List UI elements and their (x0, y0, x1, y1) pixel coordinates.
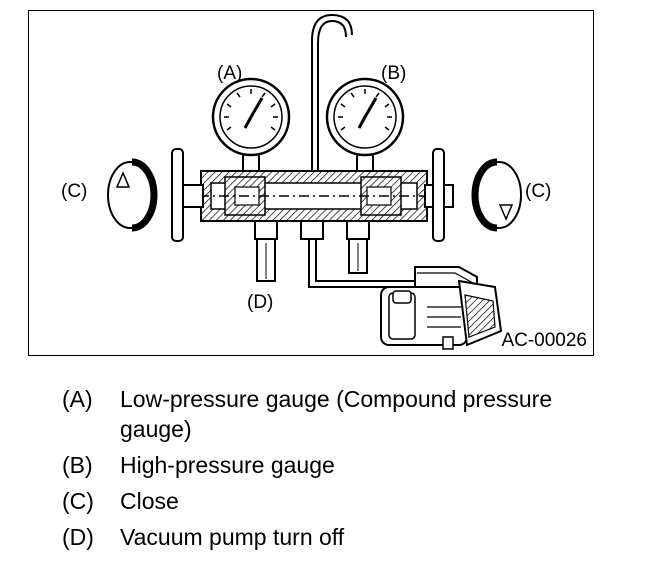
label-c-right: (C) (525, 181, 552, 202)
high-pressure-gauge (325, 77, 405, 176)
left-valve-knob (171, 148, 204, 242)
legend-text: Low-pressure gauge (Compound pressure ga… (120, 386, 553, 442)
left-rotation-arrow-icon (107, 158, 158, 232)
legend-text: High-pressure gauge (120, 452, 335, 478)
center-hook-tube (311, 13, 353, 183)
legend-item-c: (C) Close (62, 486, 622, 516)
right-valve-knob (424, 148, 454, 242)
legend-key: (A) (62, 386, 93, 412)
legend-key: (D) (62, 524, 94, 550)
legend-key: (C) (62, 488, 94, 514)
left-hose-d (254, 220, 278, 282)
right-rotation-arrow-icon (471, 158, 522, 232)
legend-text: Vacuum pump turn off (120, 524, 345, 550)
diagram-figure: (A) (B) (C) (C) (D) AC-00026 (28, 10, 594, 356)
legend-text: Close (120, 488, 179, 514)
legend-item-b: (B) High-pressure gauge (62, 450, 622, 480)
legend: (A) Low-pressure gauge (Compound pressur… (62, 384, 622, 558)
label-c-left: (C) (61, 181, 88, 202)
low-pressure-gauge (211, 77, 291, 176)
legend-key: (B) (62, 452, 93, 478)
label-d: (D) (247, 292, 274, 313)
manifold-gauge-illustration (107, 13, 522, 350)
legend-item-d: (D) Vacuum pump turn off (62, 522, 622, 552)
label-a: (A) (217, 63, 243, 84)
right-hose (346, 220, 370, 274)
legend-item-a: (A) Low-pressure gauge (Compound pressur… (62, 384, 622, 444)
figure-code: AC-00026 (501, 330, 587, 351)
vacuum-pump (380, 266, 503, 350)
label-b: (B) (381, 63, 407, 84)
manifold-body (179, 170, 449, 222)
